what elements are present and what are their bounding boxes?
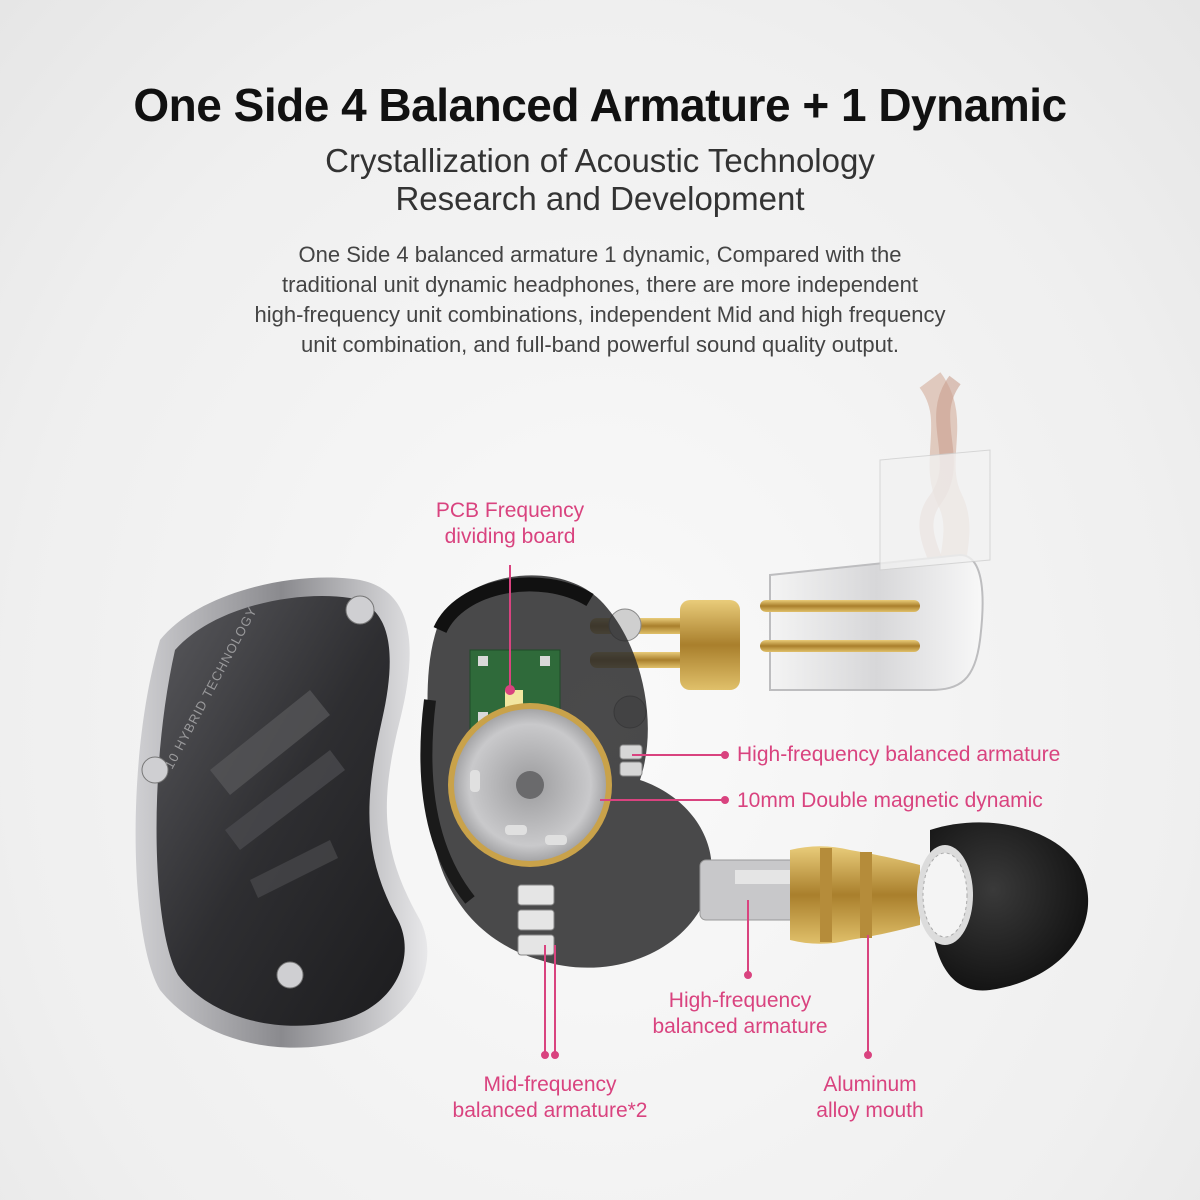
- page-title: One Side 4 Balanced Armature + 1 Dynamic: [133, 79, 1067, 131]
- leader-lines: [505, 565, 872, 1059]
- callout-pcb: PCB Frequency dividing board: [410, 498, 610, 550]
- callout-dynamic-driver: 10mm Double magnetic dynamic: [737, 789, 1043, 812]
- description-line: traditional unit dynamic headphones, the…: [282, 272, 918, 297]
- callout-pcb-line-1: PCB Frequency: [435, 499, 585, 522]
- description-line: One Side 4 balanced armature 1 dynamic, …: [298, 242, 902, 267]
- callout-hf-bottom-line-2: balanced armature: [652, 1015, 828, 1038]
- balanced-armature-mid: [517, 884, 555, 956]
- callout-hf-balanced-armature-right: High-frequency balanced armature: [737, 743, 1061, 766]
- callout-mid-line-1: Mid-frequency: [483, 1073, 617, 1096]
- callout-pcb-line-2: dividing board: [444, 525, 576, 548]
- description-line: high-frequency unit combinations, indepe…: [254, 302, 946, 327]
- subtitle-line-1: Crystallization of Acoustic Technology: [325, 142, 875, 179]
- faceplate-shell: 10 HYBRID TECHNOLOGY: [135, 577, 428, 1048]
- callout-mid-line-2: balanced armature*2: [452, 1099, 648, 1122]
- subtitle-line-2: Research and Development: [395, 180, 805, 217]
- callout-mid-balanced-armature: Mid-frequency balanced armature*2: [420, 1072, 680, 1124]
- callout-hf-bottom-line-1: High-frequency: [668, 989, 812, 1012]
- description-line: unit combination, and full-band powerful…: [300, 332, 900, 357]
- nozzle: [699, 846, 920, 944]
- ear-tip: [917, 822, 1089, 991]
- dynamic-driver: [448, 703, 612, 867]
- callout-aluminum-mouth: Aluminum alloy mouth: [770, 1072, 970, 1124]
- callout-hf-balanced-armature-bottom: High-frequency balanced armature: [620, 988, 860, 1040]
- description-paragraph: One Side 4 balanced armature 1 dynamic, …: [150, 240, 1050, 360]
- callout-alu-line-2: alloy mouth: [816, 1099, 924, 1122]
- cable-connector: [760, 372, 991, 691]
- callout-alu-line-1: Aluminum: [823, 1073, 917, 1096]
